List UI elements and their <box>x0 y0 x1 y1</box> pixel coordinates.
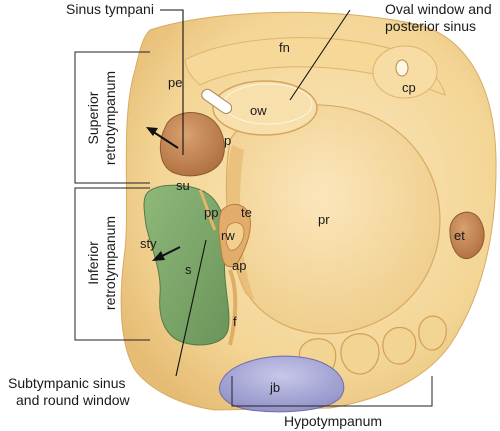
caption-hypotympanum: Hypotympanum <box>284 413 382 429</box>
caption-subtympanic-1: Subtympanic sinus <box>8 375 126 391</box>
inferior-retrotympanum-bracket <box>74 187 150 341</box>
label-pr: pr <box>318 212 330 227</box>
posterior-pillar <box>198 189 217 231</box>
round-window-membrane <box>225 222 245 251</box>
svg-text:Superior: Superior <box>85 91 101 144</box>
svg-text:Inferior: Inferior <box>85 241 101 285</box>
caption-subtympanic-2: and round window <box>16 392 131 408</box>
caption-oval-window-2: posterior sinus <box>385 18 476 34</box>
label-fn: fn <box>279 40 290 55</box>
label-te: te <box>241 205 252 220</box>
arrow-superior <box>146 127 179 149</box>
label-et: et <box>454 228 465 243</box>
hypotympanum-bracket <box>231 376 433 407</box>
cochleariform-hole <box>395 59 409 77</box>
label-ow: ow <box>250 103 267 118</box>
sinus-tympani-leader <box>160 9 184 155</box>
stapedius-tendon <box>201 88 233 115</box>
label-ap: ap <box>232 258 246 273</box>
label-s: s <box>185 262 192 277</box>
superior-retrotympanum-bracket <box>74 51 150 184</box>
subtympanic-leader <box>175 239 207 377</box>
label-cp: cp <box>402 80 416 95</box>
oval-window-leader <box>289 9 351 101</box>
label-p: p <box>224 133 231 148</box>
finiculus-ridge <box>228 269 238 346</box>
eustachian-tube-opening <box>449 211 485 260</box>
caption-inferior-retrotympanum: Inferior retrotympanum <box>85 216 118 310</box>
leader-lines <box>160 9 351 377</box>
arrow-inferior <box>152 246 181 261</box>
jugular-bulb <box>219 355 345 413</box>
svg-text:retrotympanum: retrotympanum <box>102 216 118 310</box>
label-pe: pe <box>168 75 182 90</box>
label-pp: pp <box>204 205 218 220</box>
sinus-tympani-area <box>159 112 225 177</box>
subtympanic-sinus-area <box>143 184 230 346</box>
caption-sinus-tympani: Sinus tympani <box>66 1 154 17</box>
label-su: su <box>176 178 190 193</box>
caption-superior-retrotympanum: Superior retrotympanum <box>85 71 118 165</box>
label-jb: jb <box>269 380 280 395</box>
svg-text:retrotympanum: retrotympanum <box>102 71 118 165</box>
label-rw: rw <box>221 228 235 243</box>
label-sty: sty <box>140 236 157 251</box>
label-f: f <box>233 314 237 329</box>
hypotympanic-air-cells <box>298 315 447 379</box>
caption-oval-window-1: Oval window and <box>385 1 492 17</box>
